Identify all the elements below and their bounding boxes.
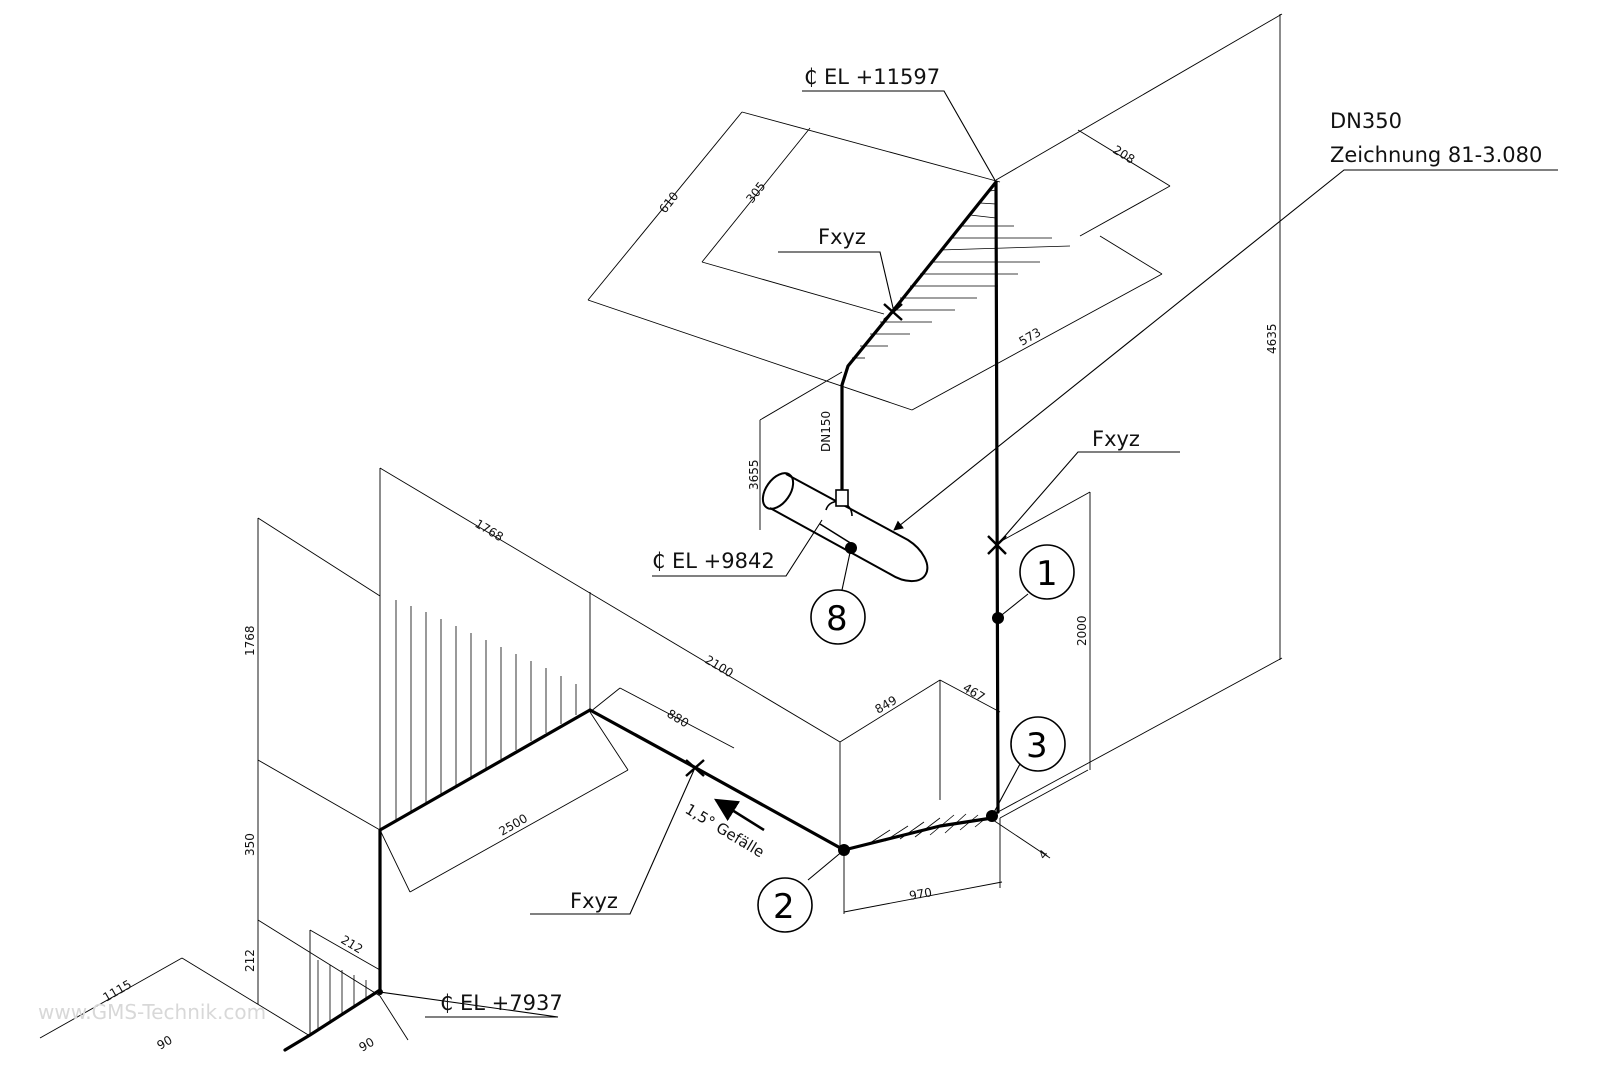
label-support-low: Fxyz	[570, 889, 618, 913]
dimension-d90a: 90	[155, 1033, 175, 1053]
dimension-d1768_top: 1768	[472, 517, 505, 545]
header-pipe-cylinder	[761, 472, 929, 583]
dimension-d4635: 4635	[1265, 323, 1279, 354]
dimension-d970: 970	[908, 885, 933, 903]
dimension-d208: 208	[1110, 143, 1137, 167]
node-number-3: 3	[1026, 726, 1048, 766]
label-pipe-main: DN350	[1330, 109, 1402, 133]
label-el-top: ₵ EL +11597	[804, 65, 940, 89]
dimension-d350: 350	[243, 833, 257, 856]
hatch-bottom-left-plane	[317, 960, 367, 1030]
label-pipe-branch: DN150	[819, 411, 833, 452]
dimension-d880: 880	[664, 707, 691, 731]
label-slope: 1,5° Gefälle	[682, 800, 768, 861]
dimension-d4: 4	[1036, 847, 1052, 862]
dimension-d212_side: 212	[243, 949, 257, 972]
support-cross-top	[883, 303, 903, 321]
dimension-d90b: 90	[357, 1035, 377, 1055]
dimension-d2100: 2100	[702, 653, 735, 681]
dimension-lines	[39, 13, 1283, 1041]
node-circles	[757, 544, 1075, 933]
label-support-right: Fxyz	[1092, 427, 1140, 451]
watermark: www.GMS-Technik.com	[38, 1000, 266, 1024]
node-number-8: 8	[826, 599, 848, 639]
flow-arrow	[714, 798, 765, 832]
label-el-mid: ₵ EL +9842	[652, 549, 775, 573]
dimension-d1768_side: 1768	[243, 625, 257, 656]
dimension-d3655: 3655	[747, 459, 761, 490]
hatch-left-plane	[395, 600, 577, 820]
hatch-top-plane	[852, 189, 1071, 359]
label-drawing-ref: Zeichnung 81-3.080	[1330, 143, 1542, 167]
dimension-values: 610 305 208 573 4635 3655 2000 1768 1768…	[101, 143, 1280, 1055]
dimension-d212_top: 212	[338, 933, 365, 957]
label-el-low: ₵ EL +7937	[440, 991, 563, 1015]
label-support-top: Fxyz	[818, 225, 866, 249]
node-number-2: 2	[773, 887, 795, 927]
node-number-1: 1	[1036, 554, 1058, 594]
support-cross-low	[685, 759, 705, 777]
dimension-d305: 305	[743, 179, 768, 206]
leader-lines	[379, 90, 1558, 1018]
dimension-d467: 467	[960, 681, 987, 705]
pipe-route	[283, 180, 1000, 1052]
dimension-d2000: 2000	[1075, 615, 1089, 646]
dimension-d573: 573	[1017, 325, 1044, 349]
